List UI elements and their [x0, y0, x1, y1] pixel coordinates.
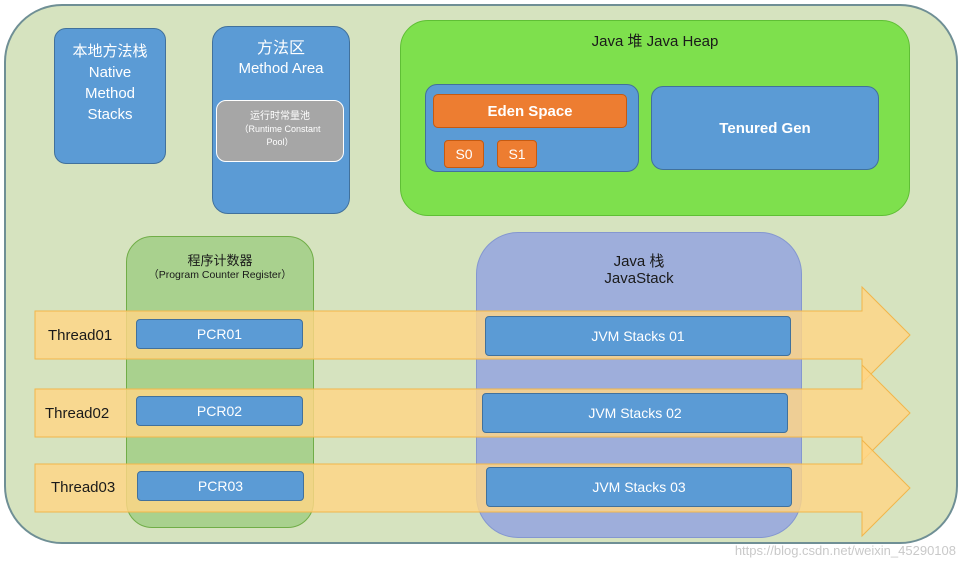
- eden-space-box: Eden Space: [433, 94, 627, 128]
- thread02-label: Thread02: [45, 405, 110, 422]
- thread03-label: Thread03: [51, 479, 116, 496]
- java-heap-title: Java 堆 Java Heap: [591, 33, 719, 50]
- runtime-pool-l1: （Runtime Constant: [239, 124, 321, 134]
- java-stack-cn: Java 栈: [613, 253, 665, 270]
- runtime-constant-pool-box: 运行时常量池 （Runtime Constant Pool）: [216, 100, 344, 162]
- pcr01-box: PCR01: [136, 319, 303, 349]
- thread02-arrow: [34, 363, 911, 463]
- method-area-en: Method Area: [238, 60, 324, 77]
- pcr03-box: PCR03: [137, 471, 304, 501]
- pc-register-cn: 程序计数器: [187, 253, 253, 268]
- survivor-s0-box: S0: [444, 140, 484, 168]
- method-area-cn: 方法区: [256, 40, 305, 57]
- jvm-stacks-03-box: JVM Stacks 03: [486, 467, 792, 507]
- runtime-pool-cn: 运行时常量池: [250, 111, 310, 122]
- pc-register-en: （Program Counter Register）: [148, 269, 292, 281]
- tenured-gen-box: Tenured Gen: [651, 86, 879, 170]
- thread01-arrow: [34, 285, 911, 385]
- jvm-stacks-02-box: JVM Stacks 02: [482, 393, 788, 433]
- thread01-label: Thread01: [48, 327, 113, 344]
- thread03-arrow: [34, 438, 911, 538]
- survivor-s1-box: S1: [497, 140, 537, 168]
- java-stack-en: JavaStack: [604, 270, 674, 287]
- native-stacks-cn: 本地方法栈: [72, 43, 148, 60]
- native-stacks-l3: Stacks: [87, 106, 133, 123]
- runtime-pool-l2: Pool）: [266, 137, 294, 147]
- native-stacks-l2: Method: [84, 85, 136, 102]
- jvm-stacks-01-box: JVM Stacks 01: [485, 316, 791, 356]
- pcr02-box: PCR02: [136, 396, 303, 426]
- watermark: https://blog.csdn.net/weixin_45290108: [734, 543, 956, 558]
- native-stacks-l1: Native: [88, 64, 132, 81]
- native-method-stacks-box: 本地方法栈 Native Method Stacks: [54, 28, 166, 164]
